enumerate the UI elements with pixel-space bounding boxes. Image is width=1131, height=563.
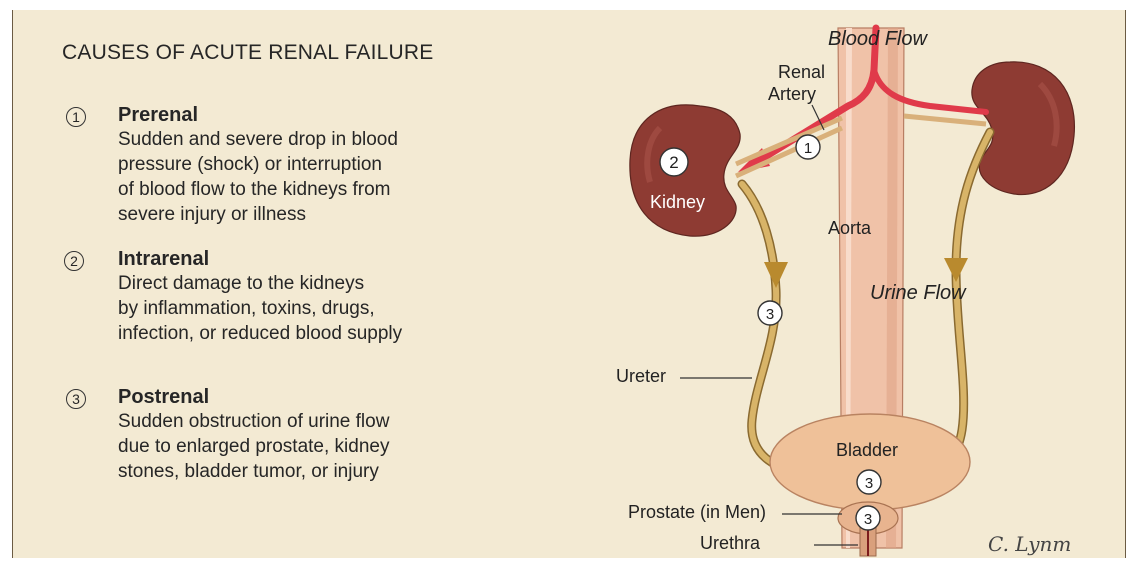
right-urine-arrow-icon	[944, 258, 968, 282]
svg-text:3: 3	[766, 306, 774, 323]
artist-signature: C. Lynm	[988, 532, 1071, 556]
renal-label: Renal	[778, 62, 825, 83]
kidney-label: Kidney	[650, 192, 705, 213]
svg-text:2: 2	[669, 153, 678, 172]
cause-number: 3	[66, 389, 86, 409]
svg-text:3: 3	[865, 475, 873, 492]
urethra-label: Urethra	[700, 533, 760, 554]
description-line: pressure (shock) or interruption	[118, 152, 398, 177]
description-line: Sudden and severe drop in blood	[118, 127, 398, 152]
bladder-label: Bladder	[836, 440, 898, 461]
description-line: Direct damage to the kidneys	[118, 271, 402, 296]
marker-prostate: 3	[856, 506, 880, 530]
cause-heading: Prerenal	[118, 104, 198, 127]
marker-bladder: 3	[857, 470, 881, 494]
svg-text:1: 1	[804, 140, 812, 157]
cause-description: Sudden obstruction of urine flow due to …	[118, 409, 389, 484]
description-line: due to enlarged prostate, kidney	[118, 434, 389, 459]
ureter-label: Ureter	[616, 366, 666, 387]
description-line: infection, or reduced blood supply	[118, 321, 402, 346]
description-line: by inflammation, toxins, drugs,	[118, 296, 402, 321]
description-line: severe injury or illness	[118, 202, 398, 227]
left-urine-arrow-icon	[764, 262, 788, 288]
cause-number: 2	[64, 251, 84, 271]
cause-description: Direct damage to the kidneys by inflamma…	[118, 271, 402, 346]
urine-flow-label: Urine Flow	[870, 282, 966, 305]
bladder	[770, 414, 970, 510]
aorta-label: Aorta	[828, 218, 871, 239]
artery-label: Artery	[768, 84, 816, 105]
marker-kidney: 2	[660, 148, 688, 176]
marker-artery: 1	[796, 135, 820, 159]
page-title: CAUSES OF ACUTE RENAL FAILURE	[62, 41, 433, 65]
marker-ureter: 3	[758, 301, 782, 325]
description-line: of blood flow to the kidneys from	[118, 177, 398, 202]
cause-heading: Postrenal	[118, 386, 209, 409]
prostate-label: Prostate (in Men)	[628, 502, 766, 523]
cause-heading: Intrarenal	[118, 248, 209, 271]
description-line: Sudden obstruction of urine flow	[118, 409, 389, 434]
description-line: stones, bladder tumor, or injury	[118, 459, 389, 484]
blood-flow-label: Blood Flow	[828, 28, 927, 51]
cause-description: Sudden and severe drop in blood pressure…	[118, 127, 398, 227]
svg-text:3: 3	[864, 511, 872, 528]
cause-number: 1	[66, 107, 86, 127]
